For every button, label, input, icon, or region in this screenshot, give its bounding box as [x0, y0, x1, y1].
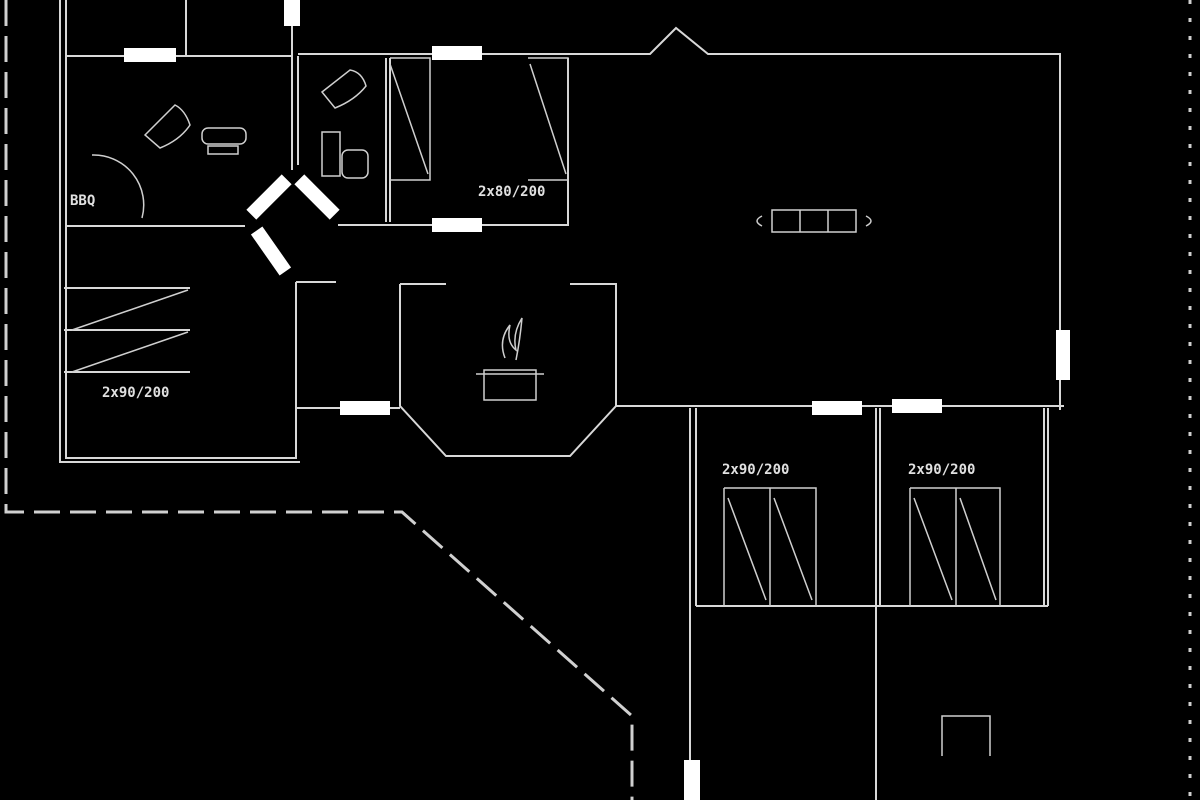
door-opening [284, 0, 300, 26]
door-opening [246, 174, 292, 220]
door-opening [684, 760, 700, 800]
wardrobes [71, 57, 1001, 606]
door-opening [250, 226, 292, 276]
stove-icon [476, 317, 544, 401]
bedroom-label: 2x90/200 [102, 385, 169, 401]
door-opening [432, 218, 482, 232]
bbq-label: BBQ [70, 193, 95, 209]
property-boundary [4, 0, 1192, 800]
dining-table [756, 209, 872, 233]
openings [124, 0, 1070, 800]
door-opening [124, 48, 176, 62]
bedroom-label: 2x90/200 [722, 462, 789, 478]
door-opening [294, 174, 340, 220]
bedroom-label: 2x90/200 [908, 462, 975, 478]
bathroom-fixtures [143, 69, 369, 179]
walls [59, 0, 1064, 800]
niche [941, 715, 991, 756]
bedroom-label: 2x80/200 [478, 184, 545, 200]
door-opening [340, 401, 390, 415]
door-opening [812, 401, 862, 415]
bbq-arc [91, 154, 145, 219]
door-opening [1056, 330, 1070, 380]
door-opening [432, 46, 482, 60]
door-opening [892, 399, 942, 413]
